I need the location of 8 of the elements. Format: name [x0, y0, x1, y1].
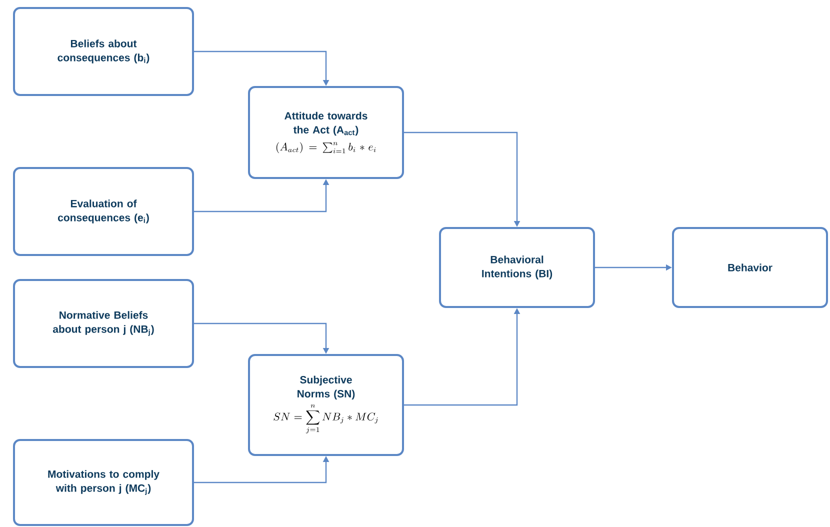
process-box: Evaluation of consequences (e$_{i}$)	[13, 167, 194, 256]
process-box: Subjective Norms (SN) $SN = \sum_{j=1}^{n} NB_j * MC_j$	[248, 354, 404, 456]
process-box: Normative Beliefs about person j (NB$_{j}$)	[13, 279, 194, 368]
process-box: Attitude towards the Act (A$_{act}$) $(A_{act}) = \sum\nolimits_{i=1}^{n} b_i * e_i$	[248, 86, 404, 179]
process-box: Beliefs about consequences (b$_{i}$)	[13, 7, 194, 96]
process-box: Behavioral Intentions (BI)	[439, 227, 595, 308]
process-box: Motivations to comply with person j (MC$_{j}$)	[13, 439, 194, 526]
process-box: Behavior	[672, 227, 828, 308]
